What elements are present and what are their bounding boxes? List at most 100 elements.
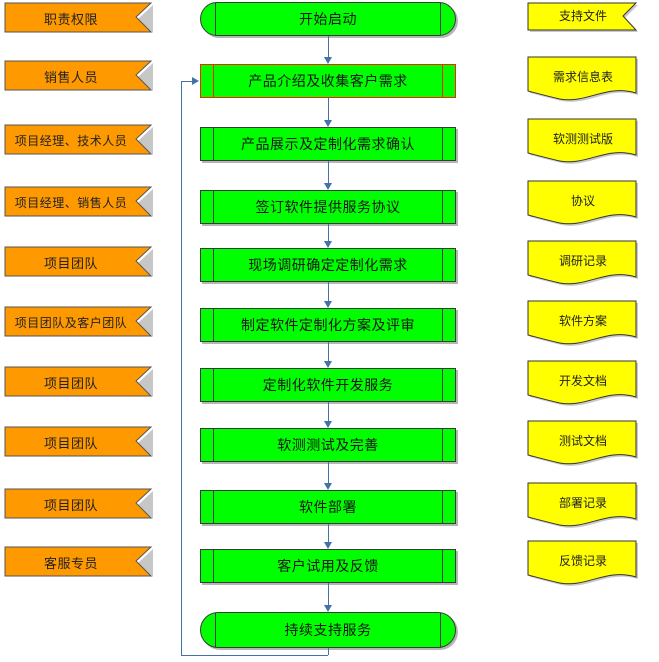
feedback-arrow-right (192, 77, 199, 85)
document-shape (527, 360, 638, 406)
divider-bar-left (213, 491, 214, 523)
process-step-4[interactable]: 现场调研确定定制化需求 (200, 248, 456, 282)
document-9[interactable]: 反馈记录 (527, 540, 639, 592)
process-step-label: 定制化软件开发服务 (262, 378, 394, 394)
connector-line (328, 402, 329, 422)
document-1[interactable]: 需求信息表 (527, 56, 639, 108)
document-label: 软测测试版 (552, 132, 613, 146)
document-shape (527, 482, 638, 528)
connector-line (328, 342, 329, 362)
banner-shape (4, 366, 153, 397)
divider-bar-left (213, 65, 214, 97)
connector-arrow-down (324, 542, 332, 549)
document-label: 部署记录 (558, 496, 607, 510)
document-8[interactable]: 部署记录 (527, 482, 639, 534)
connector-line (328, 98, 329, 121)
role-banner-label: 项目团队及客户团队 (14, 315, 128, 330)
role-banner-label: 项目团队 (43, 376, 98, 392)
document-shape (527, 300, 638, 346)
documents-column-header[interactable]: 支持文件 (527, 2, 639, 36)
feedback-line-up (181, 81, 182, 655)
divider-bar-left (213, 191, 214, 223)
roles-column-header[interactable]: 职责权限 (4, 2, 154, 34)
role-banner-label: 客服专员 (43, 556, 98, 572)
document-label: 测试文档 (558, 434, 607, 448)
process-step-2[interactable]: 产品展示及定制化需求确认 (200, 127, 456, 161)
process-step-label: 软测测试及完善 (277, 438, 379, 454)
role-banner-8[interactable]: 项目团队 (4, 488, 154, 520)
process-step-label: 持续支持服务 (284, 623, 372, 639)
connector-line (328, 161, 329, 184)
divider-bar-right (442, 550, 443, 582)
role-banner-4[interactable]: 项目团队 (4, 246, 154, 278)
feedback-line-down (328, 648, 329, 655)
banner-shape (4, 186, 153, 217)
divider-bar-left (213, 249, 214, 281)
process-step-5[interactable]: 制定软件定制化方案及评审 (200, 308, 456, 342)
process-step-6[interactable]: 定制化软件开发服务 (200, 368, 456, 402)
document-label: 开发文档 (558, 374, 607, 388)
process-start-terminator[interactable]: 开始启动 (200, 2, 456, 36)
process-step-9[interactable]: 客户试用及反馈 (200, 549, 456, 583)
document-5[interactable]: 软件方案 (527, 300, 639, 352)
connector-line (328, 583, 329, 606)
document-6[interactable]: 开发文档 (527, 360, 639, 412)
document-label: 支持文件 (558, 9, 607, 23)
document-3[interactable]: 协议 (527, 180, 639, 232)
banner-shape (4, 124, 153, 155)
document-2[interactable]: 软测测试版 (527, 118, 639, 170)
document-label: 调研记录 (558, 254, 607, 268)
connector-arrow-down (324, 605, 332, 612)
divider-bar-left (215, 3, 216, 35)
process-step-label: 开始启动 (299, 12, 357, 28)
divider-bar-left (213, 429, 214, 461)
divider-bar-left (213, 309, 214, 341)
role-banner-label: 项目经理、销售人员 (14, 195, 128, 210)
role-banner-label: 项目经理、技术人员 (14, 133, 128, 148)
banner-shape (4, 246, 153, 277)
role-banner-label: 销售人员 (43, 70, 98, 86)
role-banner-label: 项目团队 (43, 498, 98, 514)
document-label: 协议 (570, 194, 595, 208)
process-step-label: 签订软件提供服务协议 (255, 200, 401, 216)
process-step-label: 软件部署 (299, 500, 357, 516)
banner-shape (4, 60, 153, 91)
document-shape (527, 180, 638, 226)
connector-line (328, 524, 329, 543)
role-banner-7[interactable]: 项目团队 (4, 426, 154, 458)
banner-shape (4, 2, 153, 33)
process-end-terminator[interactable]: 持续支持服务 (200, 612, 456, 648)
connector-arrow-down (324, 57, 332, 64)
feedback-line-into-step (181, 81, 193, 82)
banner-shape (4, 488, 153, 519)
document-4[interactable]: 调研记录 (527, 240, 639, 292)
document-label: 软件方案 (558, 314, 607, 328)
role-banner-1[interactable]: 销售人员 (4, 60, 154, 92)
role-banner-label: 项目团队 (43, 436, 98, 452)
process-step-1[interactable]: 产品介绍及收集客户需求 (200, 64, 456, 98)
role-banner-9[interactable]: 客服专员 (4, 546, 154, 578)
connector-line (328, 36, 329, 58)
divider-bar-right (442, 491, 443, 523)
role-banner-5[interactable]: 项目团队及客户团队 (4, 306, 154, 338)
divider-bar-right (440, 3, 441, 35)
divider-bar-left (213, 128, 214, 160)
banner-shape (527, 2, 638, 32)
role-banner-3[interactable]: 项目经理、销售人员 (4, 186, 154, 218)
banner-shape (4, 546, 153, 577)
process-step-8[interactable]: 软件部署 (200, 490, 456, 524)
role-banner-2[interactable]: 项目经理、技术人员 (4, 124, 154, 156)
document-shape (527, 118, 638, 164)
banner-shape (4, 426, 153, 457)
divider-bar-right (442, 128, 443, 160)
role-banner-6[interactable]: 项目团队 (4, 366, 154, 398)
process-step-3[interactable]: 签订软件提供服务协议 (200, 190, 456, 224)
connector-line (328, 282, 329, 302)
feedback-line-bottom (181, 655, 328, 656)
document-shape (527, 56, 638, 102)
connector-arrow-down (324, 301, 332, 308)
divider-bar-right (442, 65, 443, 97)
process-step-7[interactable]: 软测测试及完善 (200, 428, 456, 462)
document-7[interactable]: 测试文档 (527, 420, 639, 472)
